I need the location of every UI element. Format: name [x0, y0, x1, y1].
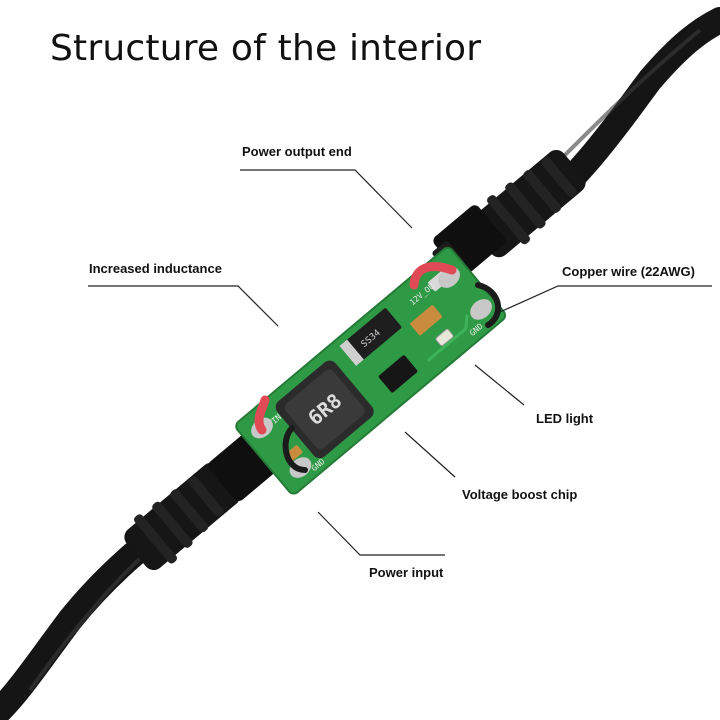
- wires: [254, 262, 502, 473]
- leader-led-light: [474, 364, 525, 406]
- led: [435, 328, 454, 347]
- leader-copper-wire: [499, 285, 712, 313]
- leader-increased-inductance: [88, 285, 279, 327]
- pcb-board: 12V_OU GND IN GND 6R8 SS34: [235, 246, 507, 495]
- page-title: Structure of the interior: [50, 28, 482, 69]
- callout-power-input: Power input: [369, 565, 444, 580]
- diode: [339, 308, 402, 366]
- callout-led-light: LED light: [536, 411, 594, 426]
- leader-power-output-end: [240, 169, 413, 229]
- leader-voltage-boost-chip: [404, 431, 456, 478]
- input-strain-relief: [124, 462, 241, 571]
- inductor: [275, 360, 374, 459]
- callout-copper-wire: Copper wire (22AWG): [562, 264, 695, 279]
- callout-voltage-boost-chip: Voltage boost chip: [462, 487, 578, 502]
- boost-chip: [378, 355, 418, 393]
- leader-lines: [88, 169, 712, 556]
- callout-increased-inductance: Increased inductance: [89, 261, 222, 276]
- callout-power-output-end: Power output end: [242, 144, 352, 159]
- output-strain-relief: [469, 149, 586, 258]
- gnd-top-solder-pad: [470, 299, 492, 320]
- leader-power-input: [317, 511, 445, 556]
